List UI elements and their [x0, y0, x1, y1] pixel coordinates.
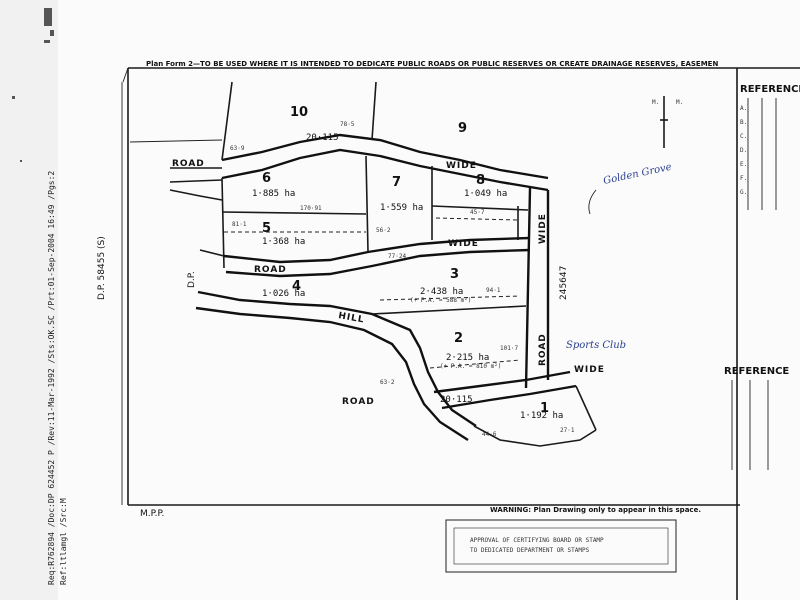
lot-10-number: 10 — [290, 105, 308, 120]
approval-stamp-box — [445, 519, 677, 573]
lot-7-number: 7 — [392, 175, 401, 190]
svg-text:E.: E. — [740, 161, 747, 168]
svg-text:78·5: 78·5 — [340, 121, 355, 128]
svg-text:170·91: 170·91 — [300, 205, 322, 212]
reference-lower-table — [731, 380, 769, 470]
mapped-label: M.P.P. — [140, 509, 164, 519]
north-arrow-icon: M. M. — [652, 96, 683, 148]
lot-2-area: 2·215 ha — [446, 353, 489, 363]
svg-text:81·1: 81·1 — [232, 221, 247, 228]
parish-label: D.P. 58455 (S) — [97, 236, 107, 300]
lot-5-area: 1·368 ha — [262, 237, 305, 247]
svg-text:45·7: 45·7 — [470, 209, 485, 216]
lot-3-number: 3 — [450, 267, 459, 282]
document-reference-line: Req:R762894 /Doc:DP 624452 P /Rev:11-Mar… — [47, 171, 56, 585]
lot-2-number: 2 — [454, 331, 463, 346]
hill-road-label: HILL — [337, 311, 365, 325]
svg-text:77·24: 77·24 — [388, 253, 406, 260]
reference-lower-heading: REFERENCE — [724, 366, 789, 377]
scan-margin-strip — [0, 0, 58, 600]
road-lower-width: 20·115 — [440, 395, 473, 405]
svg-text:44·6: 44·6 — [482, 431, 497, 438]
svg-text:M.: M. — [676, 99, 683, 106]
road-vertical-label: ROAD — [538, 333, 548, 366]
stamp-line-1: APPROVAL OF CERTIFYING BOARD OR STAMP — [470, 537, 604, 544]
svg-text:A.: A. — [740, 105, 747, 112]
svg-text:94·1: 94·1 — [486, 287, 501, 294]
lot-1-number: 1 — [540, 401, 549, 416]
svg-text:M.: M. — [652, 99, 659, 106]
lot-4-number: 4 — [292, 279, 301, 294]
road-top-left-label: ROAD — [172, 159, 205, 169]
lot-8-number: 8 — [476, 173, 485, 188]
lot-boundaries — [129, 81, 597, 447]
svg-text:56·2: 56·2 — [376, 227, 391, 234]
svg-text:63·2: 63·2 — [380, 379, 395, 386]
golden-grove-note: Golden Grove — [602, 162, 672, 187]
lot-5-number: 5 — [262, 221, 271, 236]
svg-text:63·9: 63·9 — [230, 145, 245, 152]
road-lower-label: ROAD — [342, 397, 375, 407]
svg-text:F.: F. — [740, 175, 747, 182]
road-mid-wide-label: WIDE — [448, 239, 479, 249]
plan-form-title: Plan Form 2—TO BE USED WHERE IT IS INTEN… — [146, 60, 718, 68]
scan-speckles — [12, 8, 54, 162]
dp-right-label: 245647 — [559, 266, 569, 300]
dimension-marks: 63·9 78·5 170·91 81·1 56·2 45·7 77·24 94… — [230, 121, 575, 438]
road-top-wide-label: WIDE — [446, 161, 477, 171]
warning-note: WARNING: Plan Drawing only to appear in … — [490, 506, 701, 514]
svg-text:G.: G. — [740, 189, 747, 196]
lot-3-area: 2·438 ha — [420, 287, 463, 297]
stamp-line-2: TO DEDICATED DEPARTMENT OR STAMPS — [470, 547, 590, 554]
sports-club-note: Sports Club — [566, 340, 626, 351]
lot-3-sub: (+ P.A. = 588 m²) — [410, 297, 471, 304]
lot-7-area: 1·559 ha — [380, 203, 423, 213]
lot-6-area: 1·885 ha — [252, 189, 295, 199]
lot-2-sub: (+ P.A. = 810 m²) — [440, 363, 501, 370]
reference-upper-heading: REFERENCE — [740, 84, 800, 95]
lot-4-area: 1·026 ha — [262, 289, 305, 299]
source-reference-line: Ref:ltlamgl /Src:M — [59, 498, 68, 585]
lot-1-area: 1·192 ha — [520, 411, 563, 421]
lot-6-number: 6 — [262, 171, 271, 186]
road-top-width: 20·115 — [306, 133, 339, 143]
svg-text:B.: B. — [740, 119, 747, 126]
dp-left-label: D.P. — [187, 271, 197, 288]
svg-text:101·7: 101·7 — [500, 345, 518, 352]
road-lower-wide-label: WIDE — [574, 365, 605, 375]
road-mid-label: ROAD — [254, 265, 287, 275]
svg-text:C.: C. — [740, 133, 747, 140]
easement-lines — [224, 217, 521, 369]
road-vertical-wide-label: WIDE — [538, 213, 548, 244]
svg-text:27·1: 27·1 — [560, 427, 575, 434]
svg-text:D.: D. — [740, 147, 747, 154]
lot-9-top-number: 9 — [458, 121, 467, 136]
reference-upper-table: A. B. C. D. E. F. G. — [740, 98, 777, 210]
lot-8-area: 1·049 ha — [464, 189, 507, 199]
